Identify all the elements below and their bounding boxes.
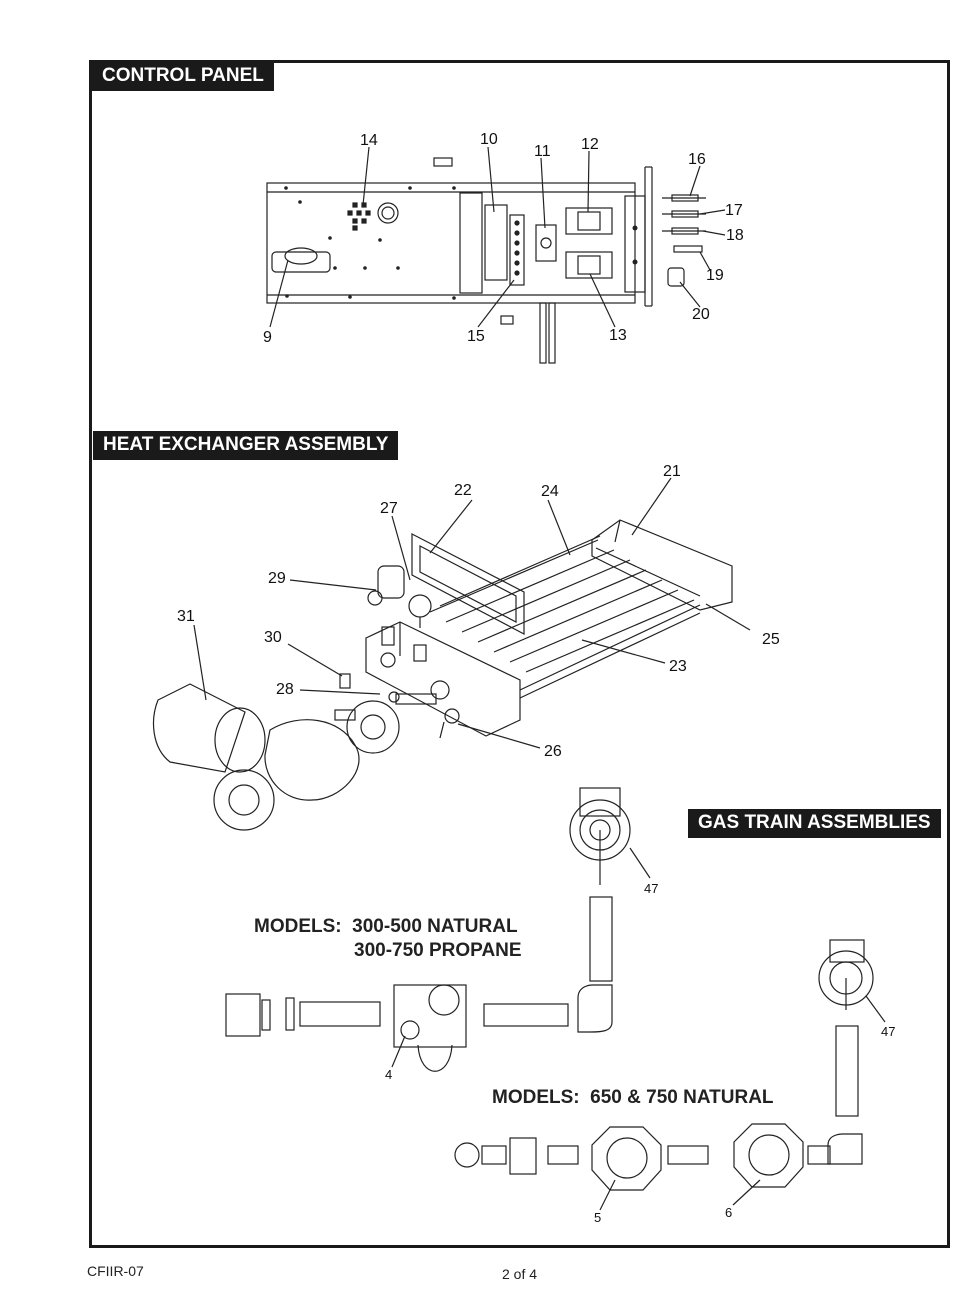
callout-15: 15 <box>467 328 485 345</box>
callout-31: 31 <box>177 608 195 625</box>
callout-30: 30 <box>264 629 282 646</box>
callout-25: 25 <box>762 631 780 648</box>
callout-17: 17 <box>725 202 743 219</box>
callout-21: 21 <box>663 463 681 480</box>
callout-14: 14 <box>360 132 378 149</box>
callout-12: 12 <box>581 136 599 153</box>
callout-4: 4 <box>385 1067 392 1082</box>
control-panel-label: CONTROL PANEL <box>92 62 274 91</box>
heat-exchanger-drawing <box>152 477 751 831</box>
callout-22: 22 <box>454 482 472 499</box>
callout-27: 27 <box>380 500 398 517</box>
callout-20: 20 <box>692 306 710 323</box>
callout-28: 28 <box>276 681 294 698</box>
page-frame <box>89 60 950 1248</box>
callout-6: 6 <box>725 1205 732 1220</box>
callout-26: 26 <box>544 743 562 760</box>
callout-5: 5 <box>594 1210 601 1225</box>
page-number: 2 of 4 <box>502 1266 538 1282</box>
callout-23: 23 <box>669 658 687 675</box>
callout-24: 24 <box>541 483 559 500</box>
callout-47-upper: 47 <box>644 881 658 896</box>
callout-16: 16 <box>688 151 706 168</box>
callout-19: 19 <box>706 267 724 284</box>
control-panel-drawing <box>266 146 726 364</box>
gas-train-drawing <box>225 787 886 1211</box>
models-small-line1: MODELS: 300-500 NATURAL <box>254 916 518 937</box>
heat-exchanger-label: HEAT EXCHANGER ASSEMBLY <box>93 431 399 460</box>
models-large: MODELS: 650 & 750 NATURAL <box>492 1087 774 1108</box>
callout-9: 9 <box>263 329 272 346</box>
callout-11: 11 <box>534 143 551 160</box>
callout-47-lower: 47 <box>881 1024 895 1039</box>
callout-29: 29 <box>268 570 286 587</box>
callout-10: 10 <box>480 131 498 148</box>
gas-train-label: GAS TRAIN ASSEMBLIES <box>688 809 941 838</box>
callout-18: 18 <box>726 227 744 244</box>
doc-code: CFIIR-07 <box>87 1263 144 1279</box>
models-small-line2: 300-750 PROPANE <box>354 940 522 961</box>
callout-13: 13 <box>609 327 627 344</box>
